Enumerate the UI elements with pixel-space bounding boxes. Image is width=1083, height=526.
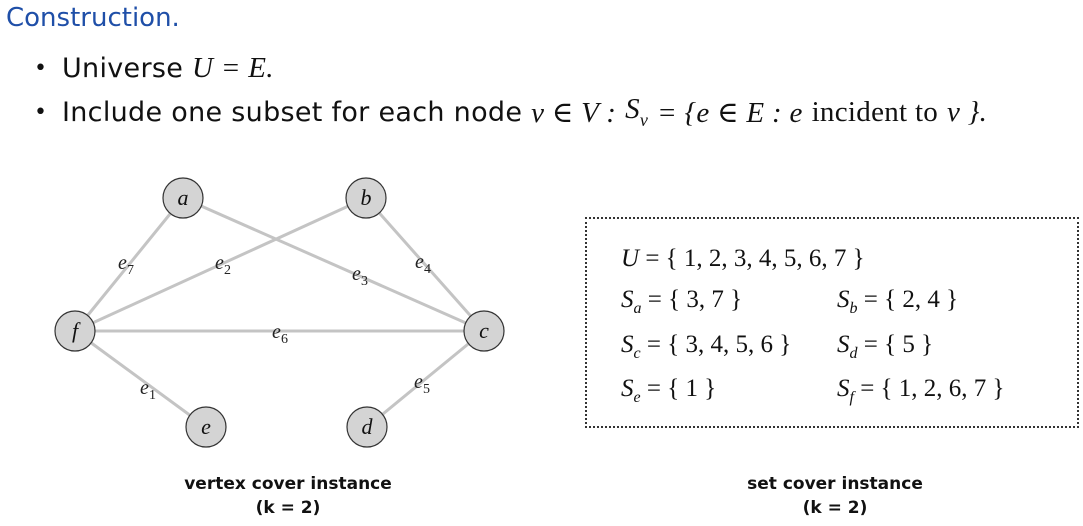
subset-e: Se = { 1 } [621, 375, 717, 406]
bullet-math: U = E. [192, 51, 274, 84]
bullet-text: Include one subset for each node [62, 96, 523, 128]
bullet-math-def: = {e ∈ E : e [657, 96, 803, 129]
bullet-subsets: • Include one subset for each node v ∈ V… [34, 93, 988, 130]
caption-param: (k = 2) [802, 498, 868, 518]
edge-label-e3: e3 [352, 263, 368, 289]
node-e: e [185, 406, 227, 448]
slide-heading: Construction. [6, 3, 180, 33]
node-f: f [54, 310, 96, 352]
caption-param: (k = 2) [255, 498, 321, 518]
edge-label-e1: e1 [140, 377, 156, 403]
set-cover-caption: set cover instance (k = 2) [690, 472, 980, 520]
bullet-dot: • [34, 55, 48, 81]
bullet-universe: • Universe U = E. [34, 50, 274, 86]
subset-c: Sc = { 3, 4, 5, 6 } [621, 331, 792, 362]
bullet-math-set: Sv [625, 93, 649, 130]
subset-b: Sb = { 2, 4 } [837, 286, 959, 317]
node-label-e: e [201, 414, 211, 439]
node-circle-f [54, 310, 96, 352]
node-label-c: c [479, 318, 489, 343]
node-circle-c [463, 310, 505, 352]
bullet-dot: • [34, 99, 48, 125]
node-label-f: f [72, 318, 81, 343]
edge-label-e4: e4 [415, 251, 431, 277]
caption-title: vertex cover instance [184, 474, 392, 494]
subset-f: Sf = { 1, 2, 6, 7 } [837, 375, 1005, 406]
bullet-math-roman: incident to [811, 95, 939, 128]
edge-e2 [74, 196, 367, 333]
node-circle-d [346, 406, 388, 448]
bullet-text: Universe [62, 52, 184, 84]
node-a: a [162, 177, 204, 219]
edge-e7 [73, 197, 185, 332]
edge-label-e6: e6 [272, 321, 288, 347]
set-cover-box: U = { 1, 2, 3, 4, 5, 6, 7 } Sa = { 3, 7 … [585, 217, 1079, 428]
edge-e1 [74, 329, 207, 429]
edge-e5 [366, 329, 485, 429]
subset-d: Sd = { 5 } [837, 331, 934, 362]
subset-a: Sa = { 3, 7 } [621, 286, 743, 317]
edge-label-e2: e2 [215, 252, 231, 278]
node-circle-b [345, 177, 387, 219]
edge-e4 [364, 197, 486, 332]
node-label-a: a [178, 185, 189, 210]
edge-e3 [182, 196, 485, 333]
vertex-cover-caption: vertex cover instance (k = 2) [140, 472, 436, 520]
universe-set: U = { 1, 2, 3, 4, 5, 6, 7 } [621, 245, 865, 272]
caption-title: set cover instance [747, 474, 923, 494]
node-d: d [346, 406, 388, 448]
bullet-math-node: v ∈ V : [531, 96, 617, 129]
node-circle-e [185, 406, 227, 448]
node-b: b [345, 177, 387, 219]
edge-label-e5: e5 [414, 371, 430, 397]
node-circle-a [162, 177, 204, 219]
bullet-math-end: v }. [947, 95, 988, 128]
node-label-d: d [362, 414, 374, 439]
node-label-b: b [361, 185, 372, 210]
node-c: c [463, 310, 505, 352]
